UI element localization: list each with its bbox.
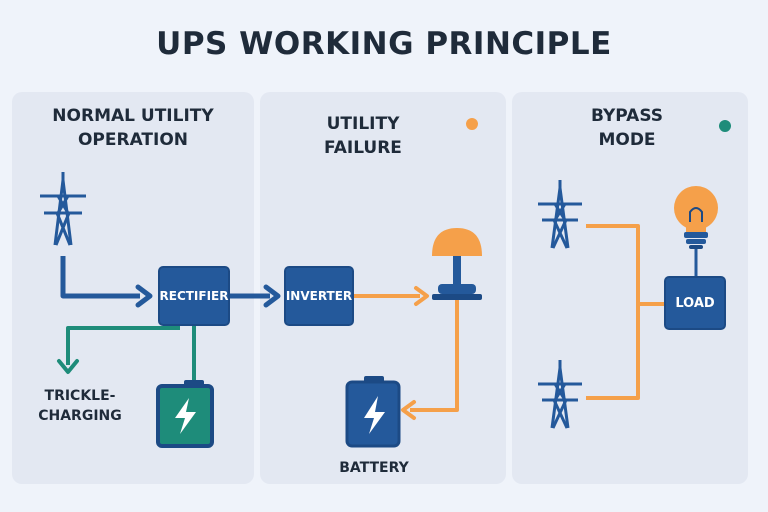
arrow-icon (230, 284, 281, 308)
load-box: LOAD (664, 276, 726, 330)
battery-label: BATTERY (339, 460, 409, 476)
lamp-icon (432, 228, 482, 300)
heading-line: FAILURE (324, 138, 402, 158)
arrow-icon (352, 286, 429, 306)
power-tower-icon (538, 180, 582, 249)
status-dot (466, 118, 478, 130)
power-tower-icon (538, 360, 582, 429)
rectifier-box: RECTIFIER (158, 266, 230, 326)
heading-line: NORMAL UTILITY (52, 106, 214, 126)
trickle-charge-arrow-icon (57, 326, 180, 374)
battery-icon (156, 380, 214, 448)
lightning-icon (364, 396, 385, 434)
page-title: UPS WORKING PRINCIPLE (156, 26, 612, 62)
trickle-charging-label: TRICKLE- CHARGING (30, 386, 130, 426)
heading-line: MODE (598, 130, 656, 150)
battery-icon (345, 376, 401, 448)
heading-utility-failure: UTILITY FAILURE (300, 112, 426, 160)
heading-line: UTILITY (326, 114, 400, 134)
heading-normal-operation: NORMAL UTILITY OPERATION (12, 104, 254, 152)
heading-line: BYPASS (590, 106, 664, 126)
heading-line: OPERATION (77, 130, 189, 150)
status-dot (719, 120, 731, 132)
heading-bypass-mode: BYPASS MODE (548, 104, 706, 152)
power-tower-icon (40, 172, 86, 246)
label-line: TRICKLE- (44, 388, 116, 404)
arrow-icon (401, 300, 459, 420)
lightning-icon (175, 398, 196, 434)
light-bulb-icon (674, 186, 718, 249)
label-line: CHARGING (38, 408, 122, 424)
inverter-box: INVERTER (284, 266, 354, 326)
arrow-icon (60, 256, 153, 308)
